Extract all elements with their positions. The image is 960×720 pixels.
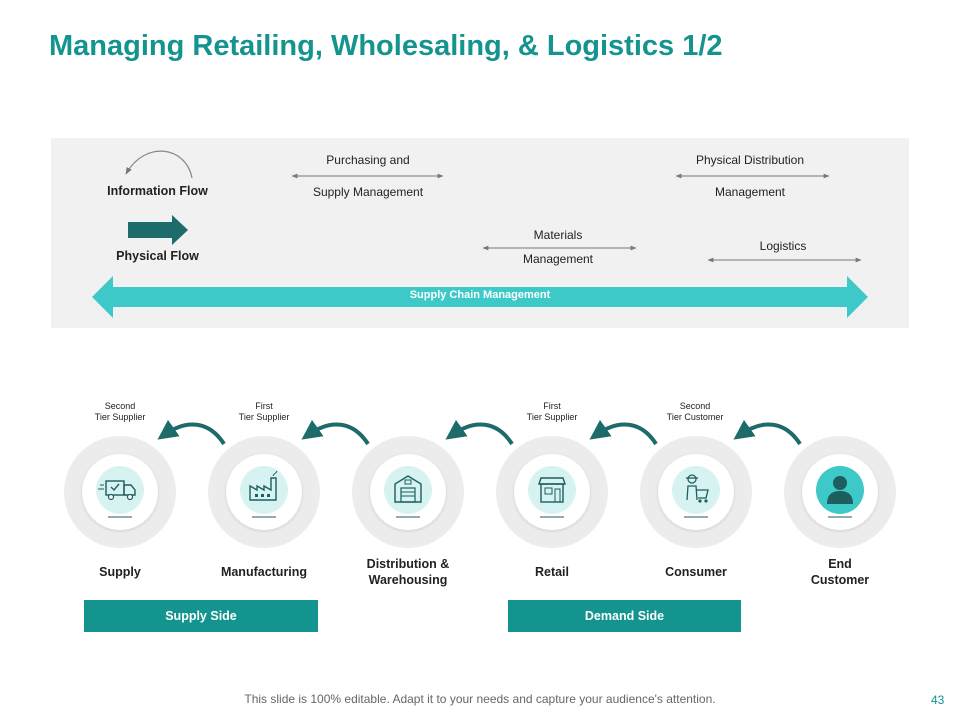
user-icon [816,466,864,518]
stage-label-end-customer-line1: End [828,557,852,571]
physical-flow-icon [128,215,188,245]
tier-label-4: Second Tier Customer [650,401,740,423]
materials-management-label: Management [522,252,594,266]
stage-label-distribution: Distribution & Warehousing [348,556,468,588]
supply-chain-arrow [92,276,868,318]
stage-label-supply: Supply [99,565,141,579]
stage-label-distribution-line1: Distribution & [366,557,450,571]
materials-label: Materials [533,228,583,242]
tier-label-2: First Tier Supplier [219,401,309,423]
flow-arrows-layer [92,150,868,318]
supply-chain-label: Supply Chain Management [409,289,551,301]
stage-arrows-layer [157,419,802,446]
stage-circle-end-customer [784,436,896,548]
tier-label-4-line1: Second [679,401,711,411]
tier-label-1-line2: Tier Supplier [94,412,146,422]
stage-circle-manufacturing [208,436,320,548]
tier-label-1-line1: Second [104,401,136,411]
shopper-cart-icon [672,466,720,518]
flow-arrow-1 [157,419,226,446]
tier-label-2-line2: Tier Supplier [238,412,290,422]
flow-arrow-5 [733,419,802,446]
tier-label-3: First Tier Supplier [507,401,597,423]
stage-circle-consumer [640,436,752,548]
stage-label-distribution-line2: Warehousing [368,573,448,587]
shop-icon [528,466,576,518]
flow-arrow-3 [445,419,514,446]
logistics-label: Logistics [759,239,807,253]
physical-flow-label: Physical Flow [116,249,199,263]
stage-label-manufacturing: Manufacturing [220,565,308,579]
physical-distribution-management-label: Management [714,185,786,199]
stage-label-consumer: Consumer [665,565,727,579]
stage-circle-supply [64,436,176,548]
stage-circle-retail [496,436,608,548]
supply-management-label: Supply Management [312,185,424,199]
factory-icon [240,466,288,518]
tier-label-3-line1: First [543,401,561,411]
flow-arrow-2 [301,419,370,446]
supply-side-box: Supply Side [84,600,318,632]
tier-label-2-line1: First [255,401,273,411]
information-flow-label: Information Flow [107,184,208,198]
page-number: 43 [931,693,945,707]
physical-distribution-label: Physical Distribution [695,153,805,167]
tier-label-4-line2: Tier Customer [666,412,724,422]
warehouse-icon [384,466,432,518]
stage-label-end-customer: End Customer [780,556,900,588]
page-title: Managing Retailing, Wholesaling, & Logis… [49,30,723,62]
stage-circle-distribution [352,436,464,548]
demand-side-box: Demand Side [508,600,741,632]
tier-label-3-line2: Tier Supplier [526,412,578,422]
footer-note: This slide is 100% editable. Adapt it to… [244,692,716,706]
stage-label-retail: Retail [534,565,570,579]
tier-label-1: Second Tier Supplier [75,401,165,423]
stage-label-end-customer-line2: Customer [810,573,870,587]
information-flow-icon [125,150,193,179]
flow-arrow-4 [589,419,658,446]
delivery-truck-icon [96,466,144,518]
purchasing-label: Purchasing and [326,153,410,167]
